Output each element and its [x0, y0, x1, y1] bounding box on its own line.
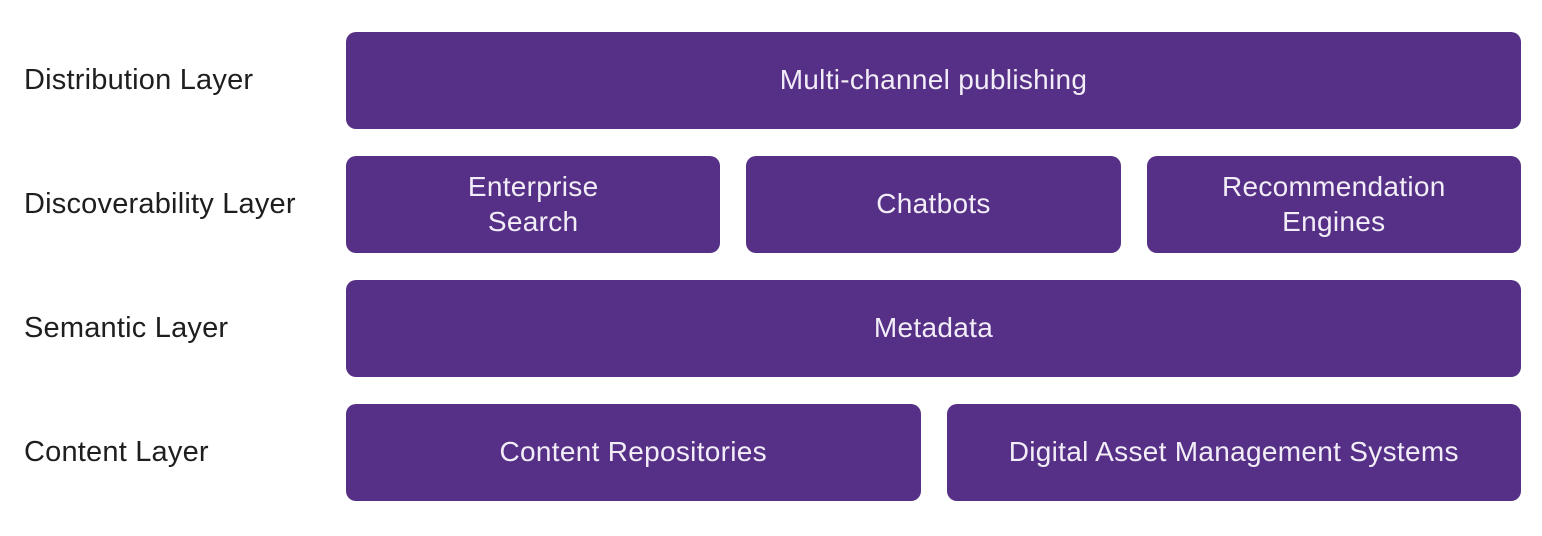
layer-boxes-distribution: Multi-channel publishing: [346, 32, 1521, 129]
box-content-repositories: Content Repositories: [346, 404, 921, 501]
layer-boxes-semantic: Metadata: [346, 280, 1521, 377]
row-content-layer: Content Layer Content Repositories Digit…: [0, 404, 1542, 501]
box-chatbots: Chatbots: [746, 156, 1121, 253]
row-semantic-layer: Semantic Layer Metadata: [0, 280, 1542, 377]
box-multi-channel-publishing: Multi-channel publishing: [346, 32, 1521, 129]
layer-label-semantic: Semantic Layer: [24, 312, 229, 344]
layer-label-distribution: Distribution Layer: [24, 64, 254, 96]
row-discoverability-layer: Discoverability Layer Enterprise Search …: [0, 156, 1542, 253]
layer-boxes-discoverability: Enterprise Search Chatbots Recommendatio…: [346, 156, 1521, 253]
layer-boxes-content: Content Repositories Digital Asset Manag…: [346, 404, 1521, 501]
box-enterprise-search: Enterprise Search: [346, 156, 721, 253]
box-recommendation-engines: Recommendation Engines: [1146, 156, 1521, 253]
box-metadata: Metadata: [346, 280, 1521, 377]
layer-label-content: Content Layer: [24, 436, 209, 468]
box-digital-asset-management-systems: Digital Asset Management Systems: [946, 404, 1521, 501]
layer-label-discoverability: Discoverability Layer: [24, 188, 296, 220]
row-distribution-layer: Distribution Layer Multi-channel publish…: [0, 32, 1542, 129]
